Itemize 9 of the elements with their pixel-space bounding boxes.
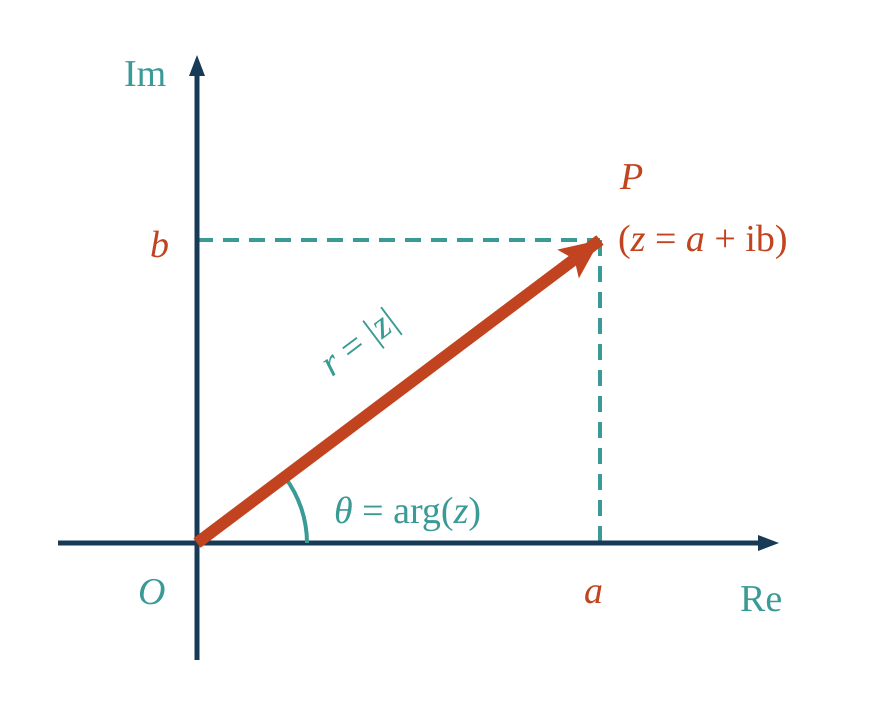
point-label: P (620, 158, 644, 196)
axis-label: Re (740, 580, 782, 618)
coordinate-label: a (584, 572, 603, 610)
complex-number-label: (z = a + ib) (618, 220, 788, 258)
coordinate-label: b (150, 226, 169, 264)
angle-label: θ = arg(z) (334, 492, 482, 530)
point-label: O (138, 573, 166, 611)
vector-arrow (193, 235, 604, 548)
axis-label: Im (124, 55, 166, 93)
